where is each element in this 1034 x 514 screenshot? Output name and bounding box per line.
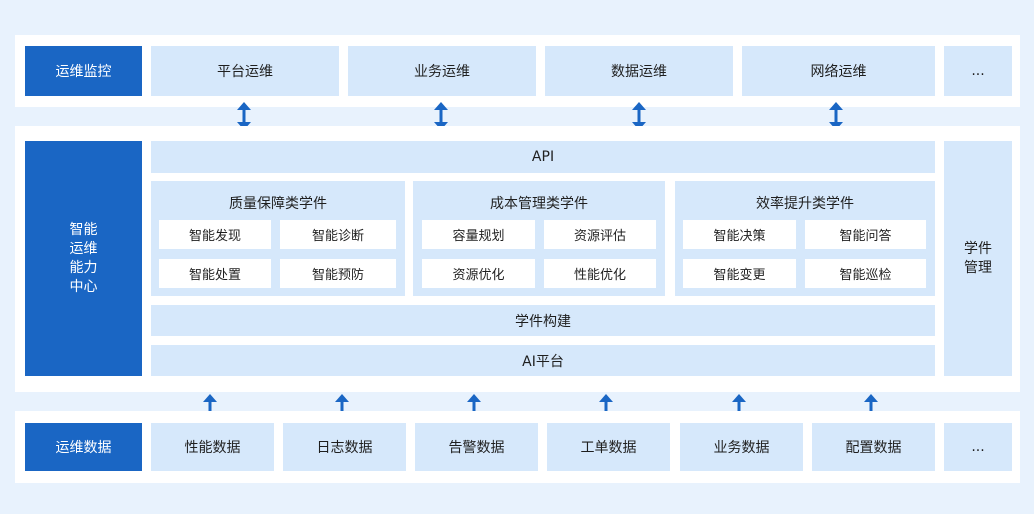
aiops-center-label: 智能 运维 能力 中心: [25, 141, 142, 376]
group-title: 成本管理类学件: [490, 196, 588, 212]
aiops-center-line: 智能: [69, 221, 98, 238]
monitoring-label: 运维监控: [25, 46, 142, 96]
up-arrow-icon: [203, 394, 217, 412]
alert-data-box: 告警数据: [415, 423, 538, 471]
skill-item: 智能诊断: [280, 220, 396, 249]
business-ops-box: 业务运维: [348, 46, 536, 96]
skill-item: 资源评估: [544, 220, 656, 249]
aiops-center-line: 中心: [69, 278, 98, 295]
ops-data-label: 运维数据: [25, 423, 142, 471]
skill-management-line: 学件: [964, 240, 992, 257]
group-title: 质量保障类学件: [229, 196, 327, 212]
business-data-box: 业务数据: [680, 423, 803, 471]
group-title: 效率提升类学件: [756, 196, 854, 212]
data-ops-box: 数据运维: [545, 46, 733, 96]
skill-management-line: 管理: [964, 259, 992, 276]
skill-item: 智能决策: [683, 220, 796, 249]
cost-management-group: 成本管理类学件 容量规划 资源评估 资源优化 性能优化: [413, 181, 665, 296]
skill-item: 资源优化: [422, 259, 535, 288]
more-data-box: ...: [944, 423, 1012, 471]
aiops-center-line: 运维: [69, 240, 98, 257]
api-bar: API: [151, 141, 935, 173]
skill-item: 智能变更: [683, 259, 796, 288]
skill-item: 性能优化: [544, 259, 656, 288]
more-ops-box: ...: [944, 46, 1012, 96]
skill-item: 智能发现: [159, 220, 271, 249]
up-arrow-icon: [467, 394, 481, 412]
up-arrow-icon: [864, 394, 878, 412]
skill-item: 智能预防: [280, 259, 396, 288]
ticket-data-box: 工单数据: [547, 423, 670, 471]
aiops-center-line: 能力: [69, 259, 98, 276]
skill-item: 智能巡检: [805, 259, 926, 288]
network-ops-box: 网络运维: [742, 46, 935, 96]
up-arrow-icon: [732, 394, 746, 412]
skill-item: 智能问答: [805, 220, 926, 249]
up-arrow-icon: [599, 394, 613, 412]
log-data-box: 日志数据: [283, 423, 406, 471]
skill-item: 容量规划: [422, 220, 535, 249]
skill-build-bar: 学件构建: [151, 305, 935, 336]
quality-assurance-group: 质量保障类学件 智能发现 智能诊断 智能处置 智能预防: [151, 181, 405, 296]
skill-management-box: 学件 管理: [944, 141, 1012, 376]
config-data-box: 配置数据: [812, 423, 935, 471]
ai-platform-bar: AI平台: [151, 345, 935, 376]
skill-item: 智能处置: [159, 259, 271, 288]
performance-data-box: 性能数据: [151, 423, 274, 471]
up-arrow-icon: [335, 394, 349, 412]
platform-ops-box: 平台运维: [151, 46, 339, 96]
efficiency-group: 效率提升类学件 智能决策 智能问答 智能变更 智能巡检: [675, 181, 935, 296]
